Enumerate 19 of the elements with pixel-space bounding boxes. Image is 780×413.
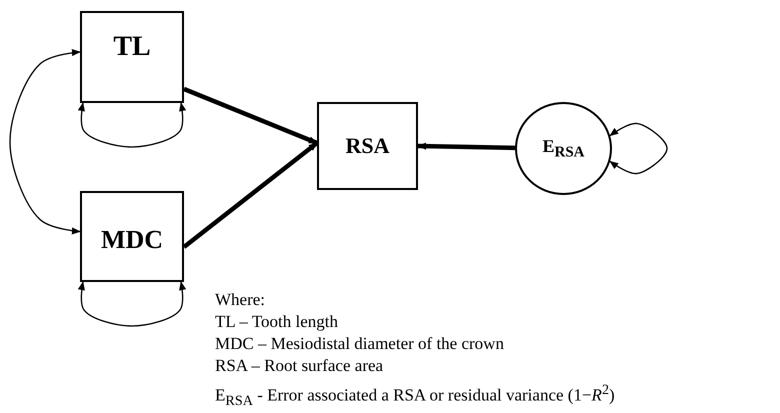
arrow <box>182 141 318 249</box>
variable-label: RSA <box>345 133 390 159</box>
variable-box <box>317 102 418 190</box>
abbreviation-definition: E$_{RSA}$ - Error associated a RSA or residual variance (1−R$^{2}$) <box>215 381 615 412</box>
double-headed-arrow <box>9 49 81 234</box>
abbreviation-definition: TL – Tooth length <box>215 312 338 332</box>
variable-box <box>80 191 184 282</box>
self-loop-arrow <box>609 122 668 174</box>
variable-label: E$_{RSA}$ <box>542 136 585 162</box>
variable-label: TL <box>113 31 151 63</box>
arrow <box>183 86 318 146</box>
arrow <box>417 142 516 150</box>
variable-label: MDC <box>100 225 164 255</box>
self-loop-arrow <box>78 102 186 148</box>
legend-heading: Where: <box>215 290 266 310</box>
abbreviation-definition: MDC – Mesiodistal diameter of the crown <box>215 334 504 354</box>
abbreviation-definition: RSA – Root surface area <box>215 356 384 376</box>
variable-box <box>80 11 184 103</box>
self-loop-arrow <box>78 281 186 327</box>
